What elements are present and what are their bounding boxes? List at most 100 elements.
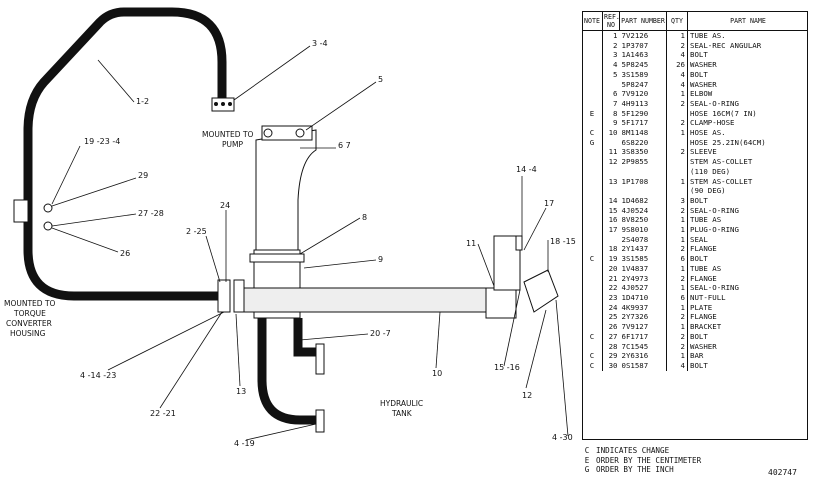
cell-part-name: FLANGE: [687, 312, 808, 323]
header-qty: QTY: [666, 11, 688, 31]
cell-part-name: SEAL-O-RING: [687, 283, 808, 293]
cell-ref: 11: [602, 147, 620, 158]
cell-qty: 6: [666, 254, 688, 264]
cell-part-name: SEAL: [687, 234, 808, 245]
cell-part-number: 2Y6316: [621, 351, 649, 361]
callout-numbers: 3 -4 1-2 5 6 7 19 -23 -4 29 27 -28 26 24…: [80, 39, 576, 448]
cell-ref: 5: [602, 69, 620, 80]
cell-note: [582, 322, 603, 332]
table-row: (90 DEG): [582, 186, 808, 196]
document-number: 402747: [768, 468, 797, 477]
cell-part-number: 6F1717: [621, 331, 649, 341]
cell-ref: 15: [602, 205, 620, 216]
hydraulic-lines-diagram: 3 -4 1-2 5 6 7 19 -23 -4 29 27 -28 26 24…: [4, 7, 576, 448]
cell-note: [582, 283, 603, 293]
cell-part-name: BAR: [687, 351, 808, 361]
cell-part-name: WASHER: [687, 79, 808, 90]
cell-part-name: PLATE: [687, 302, 808, 313]
bracket: [13, 199, 53, 231]
cell-qty: 1: [666, 176, 688, 187]
cell-ref: 17: [602, 225, 620, 235]
cell-note: [582, 235, 603, 245]
cell-part-name: TUBE AS: [687, 215, 808, 226]
cell-ref: 24: [602, 302, 620, 313]
cell-part-number: 1V4837: [621, 263, 649, 273]
cell-qty: 4: [666, 79, 688, 90]
cell-part-number: 1A1463: [621, 50, 649, 60]
mounted-to-converter-note: MOUNTED TO TORQUE CONVERTER HOUSING: [4, 299, 56, 338]
cell-ref: [602, 79, 620, 90]
cell-note: [582, 50, 603, 60]
cell-part-name: FLANGE: [687, 244, 808, 255]
cell-qty: 1: [666, 302, 688, 313]
cell-qty: 1: [666, 283, 688, 293]
cell-part-number: 5F1290: [621, 108, 649, 118]
cell-part-number: 3S1585: [621, 254, 649, 264]
cell-note: [582, 342, 603, 352]
cell-qty: 4: [666, 50, 688, 61]
cell-ref: 16: [602, 215, 620, 226]
cell-note: [582, 99, 603, 109]
cell-part-name: PLUG-O-RING: [687, 225, 808, 235]
cell-part-name: BOLT: [687, 50, 808, 61]
callout-label: 10: [432, 369, 442, 378]
cell-part-name: BRACKET: [687, 322, 808, 332]
note-line: MOUNTED TO: [202, 130, 254, 139]
legend-text: ORDER BY THE INCH: [596, 465, 674, 474]
cell-qty: 3: [666, 195, 688, 206]
cell-part-number: 2Y1437: [621, 244, 649, 254]
callout-label: 11: [466, 239, 476, 248]
cell-qty: 1: [666, 215, 688, 226]
cell-part-number: 0S1587: [621, 360, 649, 370]
cell-ref: 13: [602, 176, 620, 187]
cell-ref: [602, 234, 620, 245]
cell-part-number: 5F1717: [621, 118, 649, 128]
table-row: (110 DEG): [582, 166, 808, 177]
cell-qty: [666, 157, 688, 167]
callout-label: 13: [236, 387, 246, 396]
cell-ref: 1: [602, 30, 620, 41]
cell-note: C: [589, 331, 595, 341]
cell-note: C: [589, 360, 595, 370]
callout-label: 8: [362, 213, 367, 222]
cell-note: C: [589, 128, 595, 138]
cell-part-name: BOLT: [687, 331, 808, 342]
cell-note: [582, 225, 603, 235]
cell-qty: 1: [666, 128, 688, 138]
cell-qty: [666, 166, 688, 177]
cell-note: C: [589, 351, 595, 361]
cell-part-number: 2Y7326: [621, 312, 649, 322]
cell-part-number: 4J0524: [621, 205, 649, 215]
note-line: PUMP: [222, 140, 243, 149]
cell-ref: 2: [602, 40, 620, 51]
cell-part-number: 3S8350: [621, 147, 649, 157]
callout-label: 4 -14 -23: [80, 371, 116, 380]
cell-qty: 2: [666, 147, 688, 158]
cell-note: [582, 147, 603, 157]
cell-ref: 26: [602, 322, 620, 332]
cell-qty: 1: [666, 30, 688, 41]
cell-note: [582, 293, 603, 303]
cell-part-number: 1P1708: [621, 176, 649, 186]
callout-label: 9: [378, 255, 383, 264]
cell-qty: [666, 186, 688, 196]
cell-part-name: SEAL-O-RING: [687, 205, 808, 216]
cell-ref: 18: [602, 244, 620, 255]
cell-note: [582, 80, 603, 90]
cell-ref: 12: [602, 157, 620, 167]
